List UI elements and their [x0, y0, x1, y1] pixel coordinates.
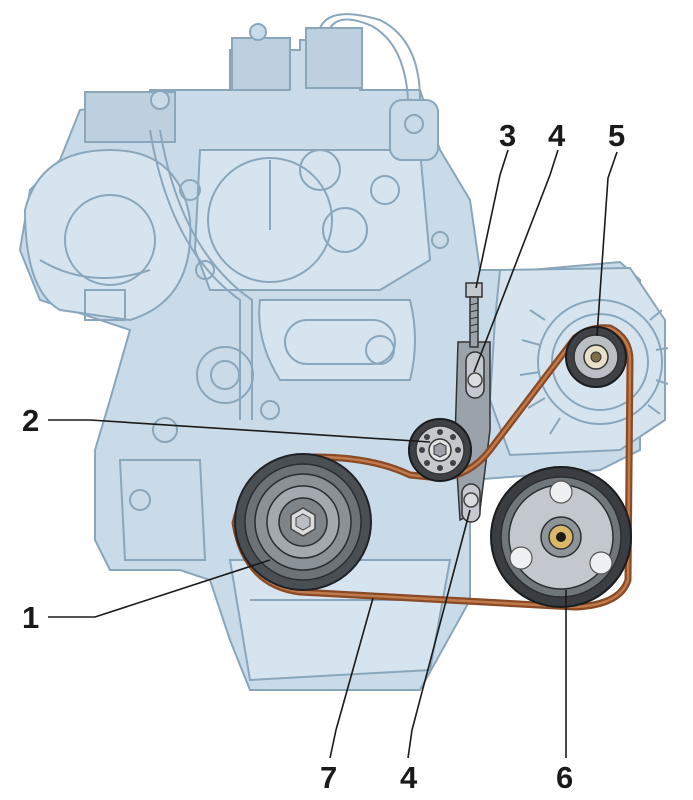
- pump-pulley: [490, 466, 632, 608]
- leader-2: [48, 419, 431, 443]
- callout-2: 2: [22, 403, 39, 438]
- alternator-pulley: [565, 326, 627, 388]
- leader-3: [475, 149, 509, 289]
- callout-4-top: 4: [548, 118, 566, 153]
- leader-lines: [48, 149, 618, 759]
- callout-3: 3: [499, 118, 516, 153]
- leader-4b: [407, 509, 471, 759]
- leader-5: [596, 151, 618, 337]
- crankshaft-pulley: [234, 453, 372, 591]
- adjusting-bolt: [465, 282, 483, 348]
- callout-1: 1: [22, 600, 39, 635]
- callout-7: 7: [320, 760, 337, 795]
- leader-1: [48, 559, 271, 618]
- engine-block: [18, 13, 669, 691]
- callout-labels: 1 2 3 4 4 5 6 7: [22, 118, 625, 795]
- callout-5: 5: [608, 118, 625, 153]
- leader-7: [329, 597, 374, 759]
- leader-4a: [473, 149, 559, 373]
- tensioner-roller: [408, 418, 472, 482]
- callout-4-bottom: 4: [400, 760, 418, 795]
- callout-6: 6: [556, 760, 573, 795]
